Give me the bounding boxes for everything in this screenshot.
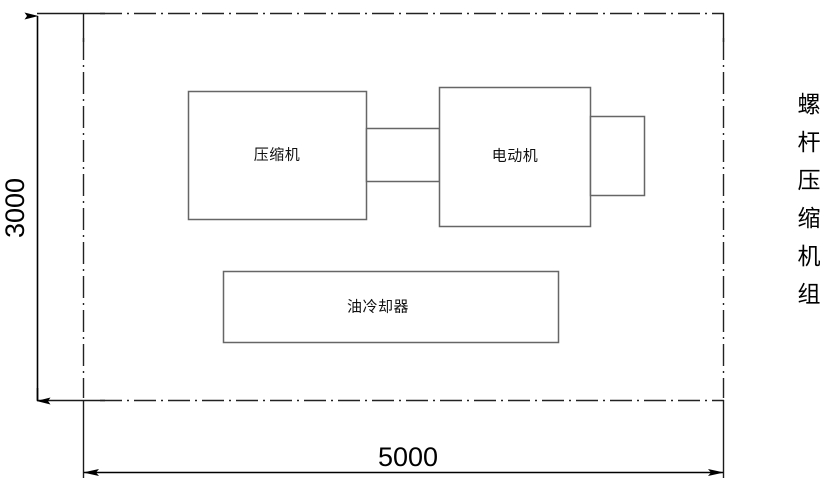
motor-box [438, 86, 592, 228]
title-char-6: 组 [798, 282, 821, 307]
width-dimension-value: 5000 [378, 442, 438, 472]
compressor-label: 压缩机 [254, 146, 301, 163]
drawing-title-vertical: 螺 杆 压 缩 机 组 [798, 92, 821, 307]
title-char-5: 机 [798, 244, 821, 269]
compressor-box [187, 90, 368, 221]
boundary-centerlines [37, 12, 725, 478]
oil-cooler-box [222, 270, 560, 344]
title-char-2: 杆 [798, 130, 821, 155]
oil-cooler-label: 油冷却器 [347, 298, 409, 315]
motor-fan-cover-box [589, 115, 646, 197]
equipment-compressor: 压缩机 [187, 90, 368, 221]
motor-label: 电动机 [492, 147, 539, 164]
equipment-motor: 电动机 [438, 86, 592, 228]
height-dimension-value: 3000 [0, 178, 30, 238]
equipment-coupling [365, 127, 441, 183]
equipment-motor-fan-cover [589, 115, 646, 197]
title-char-3: 压 [798, 168, 821, 193]
height-dimension-group: 3000 [0, 12, 51, 405]
title-char-4: 缩 [798, 206, 821, 231]
title-char-1: 螺 [798, 92, 821, 117]
coupling-box [365, 127, 441, 183]
width-dimension-group: 5000 [83, 442, 724, 476]
equipment-oil-cooler: 油冷却器 [222, 270, 560, 344]
